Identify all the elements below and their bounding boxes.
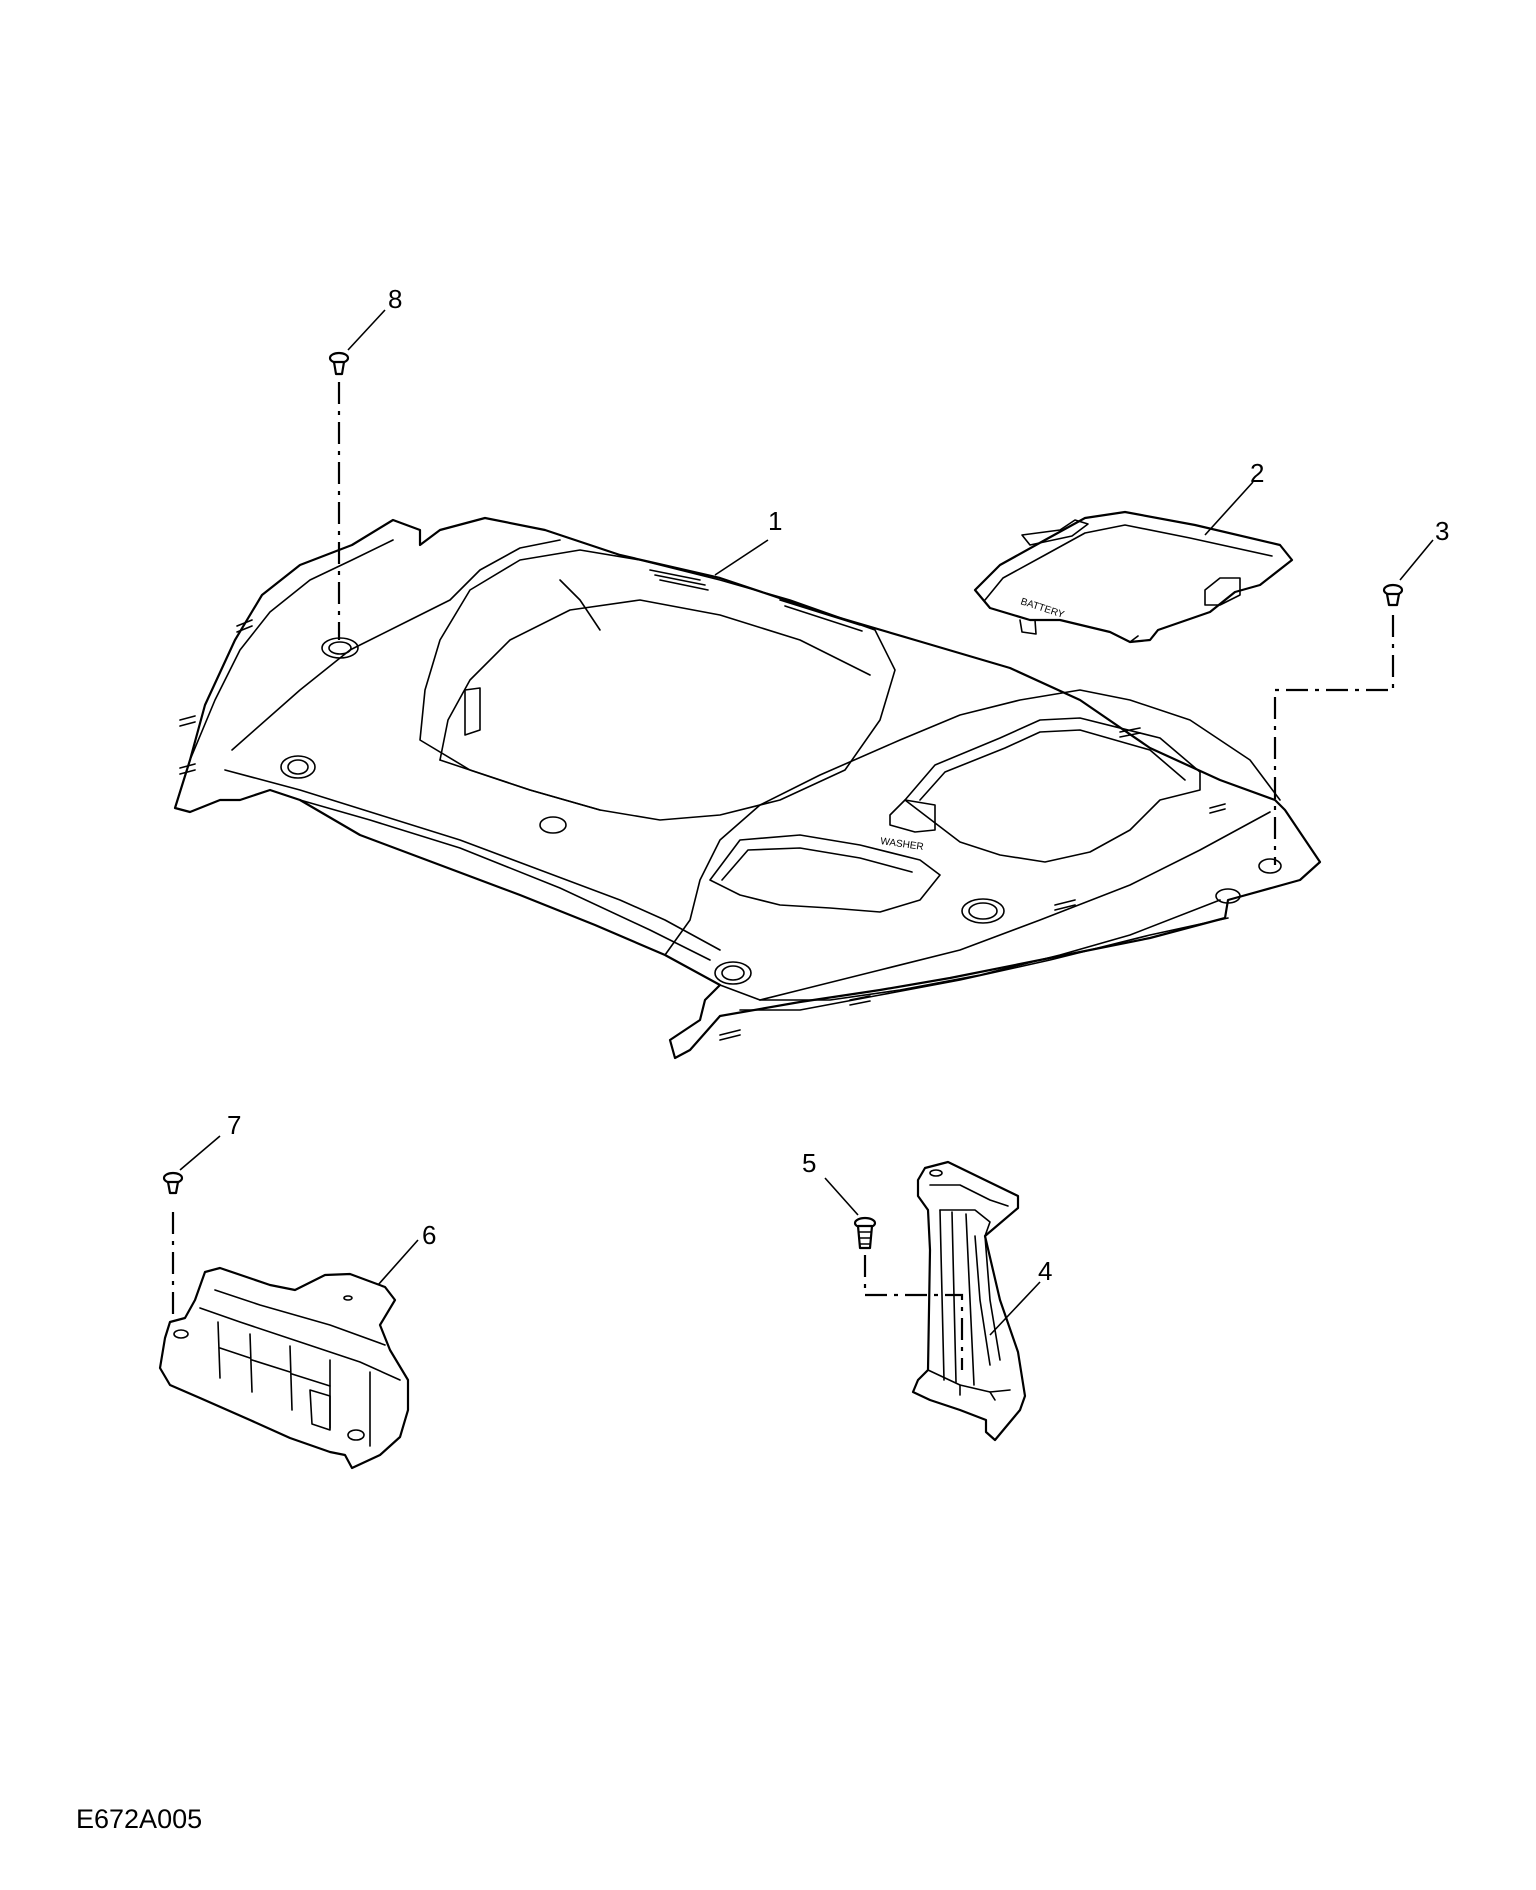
part-3-clip xyxy=(1382,583,1404,607)
callout-2: 2 xyxy=(1250,458,1264,488)
callout-7: 7 xyxy=(227,1110,241,1140)
leader-6 xyxy=(377,1239,419,1286)
callout-3: 3 xyxy=(1435,516,1449,546)
callout-5: 5 xyxy=(802,1148,816,1178)
part-4-bracket xyxy=(911,1160,1027,1442)
callout-6: 6 xyxy=(422,1220,436,1250)
callout-4: 4 xyxy=(1038,1256,1052,1286)
part-5-centerline xyxy=(863,1255,964,1370)
leader-5 xyxy=(824,1177,859,1216)
part-2-battery-cover: BATTERY xyxy=(973,510,1294,644)
callout-8: 8 xyxy=(388,284,402,314)
part-3-centerline xyxy=(1273,615,1395,865)
part-6-bracket xyxy=(158,1266,410,1470)
part-7-clip xyxy=(162,1171,184,1195)
leader-4 xyxy=(989,1281,1041,1336)
part-8-clip xyxy=(328,351,350,376)
leader-3 xyxy=(1399,539,1434,581)
leader-8 xyxy=(347,309,386,351)
leader-1 xyxy=(714,539,769,576)
part-1-trim-panel: WASHER xyxy=(173,516,1322,1060)
leader-7 xyxy=(179,1135,221,1171)
part-5-bolt xyxy=(853,1216,877,1250)
leader-2 xyxy=(1204,481,1254,536)
callout-1: 1 xyxy=(768,506,782,536)
figure-id: E672A005 xyxy=(76,1804,203,1834)
